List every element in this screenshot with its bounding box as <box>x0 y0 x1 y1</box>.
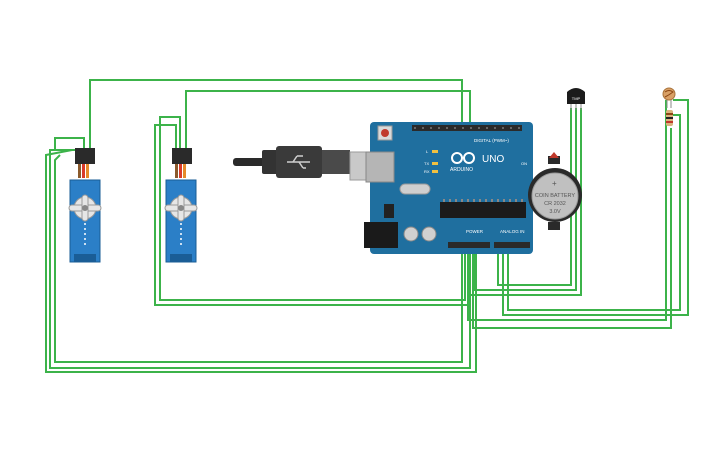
tx-label: TX <box>424 161 429 166</box>
battery-line3: 3.0V <box>549 209 561 215</box>
sensor-body <box>567 88 585 104</box>
servo-right[interactable] <box>164 148 198 263</box>
usb-symbol-icon <box>287 155 310 169</box>
capacitor <box>403 226 419 242</box>
usb-cable-wire <box>233 158 265 166</box>
photoresistor-head <box>662 87 676 101</box>
wire-photo-1[interactable] <box>467 100 667 321</box>
wire-servo-left-signal[interactable] <box>89 79 463 150</box>
wire-photo-3[interactable] <box>502 99 689 316</box>
digital-label: DIGITAL (PWM~) <box>474 138 509 143</box>
battery-terminal <box>549 152 559 158</box>
coin-battery[interactable]: + COIN BATTERY CR 2032 3.0V <box>528 152 582 230</box>
arduino-uno-board[interactable]: L TX RX UNO ARDUINO DIGITAL (PWM~) ON PO… <box>364 122 533 254</box>
capacitor <box>421 226 437 242</box>
wire-servo-left-loop[interactable] <box>45 149 477 373</box>
analog-label: ANALOG IN <box>500 229 525 234</box>
analog-header[interactable] <box>494 242 530 248</box>
sensor-label: TMP <box>572 96 581 101</box>
wire-servo-left-vcc[interactable] <box>54 137 85 150</box>
rx-label: RX <box>424 169 430 174</box>
battery-plus: + <box>552 179 557 188</box>
l-label: L <box>426 149 429 154</box>
board-pcb <box>370 122 533 254</box>
servo-connector <box>75 148 95 164</box>
wire-servo-left-gnd[interactable] <box>49 149 471 369</box>
power-label: POWER <box>466 229 484 234</box>
power-jack <box>364 222 398 248</box>
digital-header[interactable] <box>412 125 522 131</box>
wire-servo-right-signal[interactable] <box>185 90 471 150</box>
atmega-chip <box>440 202 526 218</box>
board-model: UNO <box>482 154 504 165</box>
board-logo-text: ARDUINO <box>450 167 473 173</box>
wire-servo-right-vcc[interactable] <box>159 116 466 301</box>
crystal <box>399 183 431 195</box>
servo-connector <box>172 148 192 164</box>
temperature-sensor[interactable]: TMP <box>567 88 585 110</box>
wire-servo-left-power[interactable] <box>54 154 463 363</box>
arduino-logo-icon <box>451 152 475 164</box>
wire-photo-4[interactable] <box>507 114 681 311</box>
on-label: ON <box>521 161 527 166</box>
battery-line1: COIN BATTERY <box>535 193 575 199</box>
resistor[interactable] <box>666 110 673 126</box>
wire-photo-2[interactable] <box>472 128 672 329</box>
servo-left[interactable] <box>68 148 102 263</box>
photoresistor[interactable] <box>662 87 676 108</box>
battery-line2: CR 2032 <box>544 201 566 207</box>
usb-port <box>365 151 395 183</box>
power-header[interactable] <box>448 242 490 248</box>
